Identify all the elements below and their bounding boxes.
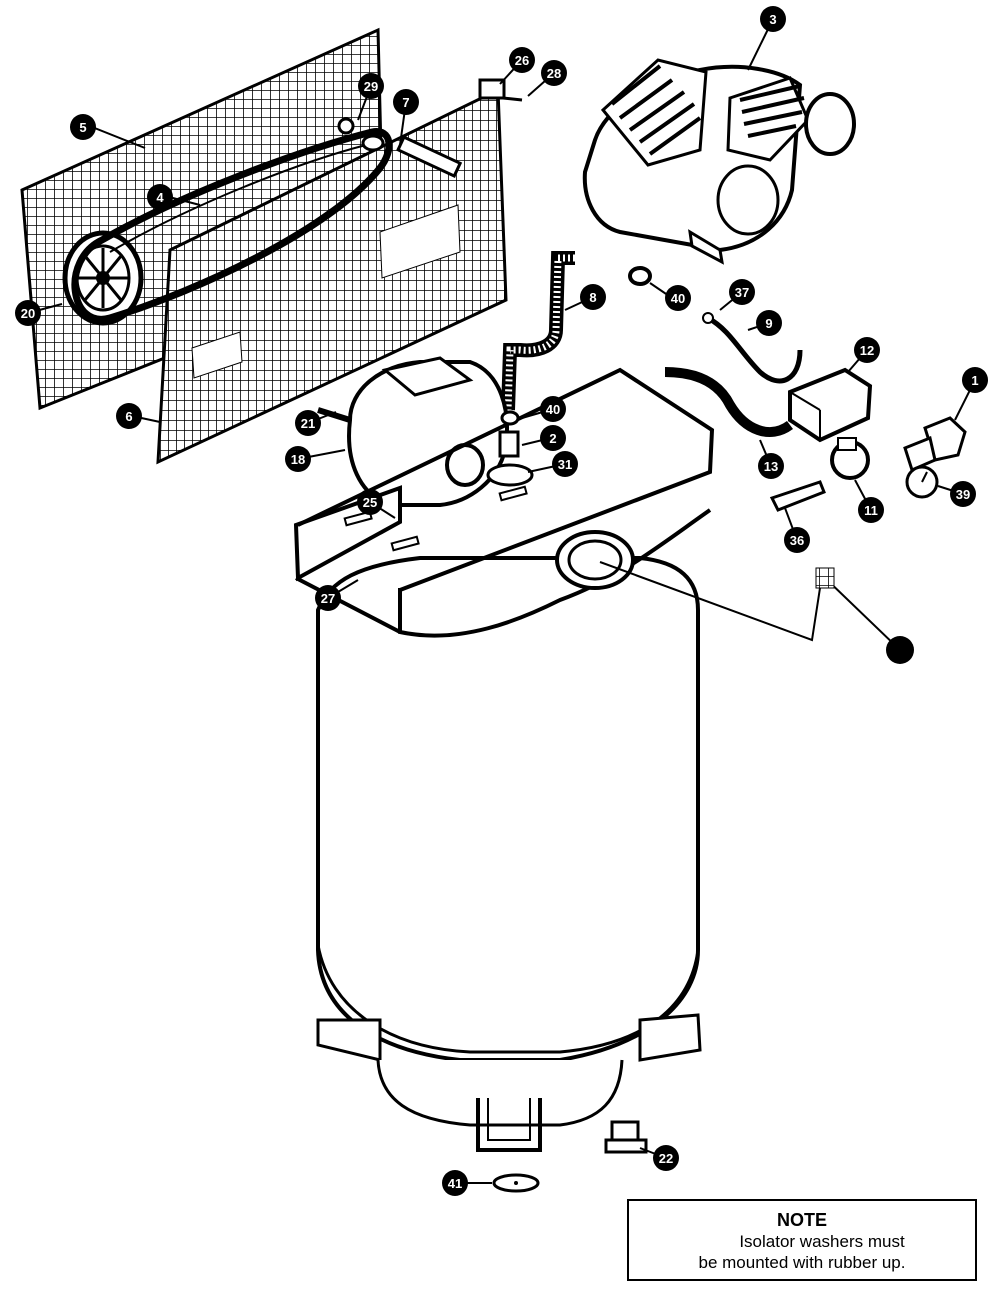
callout-21-text: 21 (301, 416, 315, 431)
callout-5: 5 (70, 114, 96, 140)
callout-22: 22 (653, 1145, 679, 1171)
callout-8-text: 8 (589, 290, 596, 305)
callout-39-text: 39 (956, 487, 970, 502)
callout-40-mid: 40 (540, 396, 566, 422)
callout-40-mid-text: 40 (546, 402, 560, 417)
drain-valve (604, 1120, 648, 1154)
callout-2: 2 (540, 425, 566, 451)
callout-4: 4 (147, 184, 173, 210)
callout-27: 27 (315, 585, 341, 611)
callout-7: 7 (393, 89, 419, 115)
compressor-pump (582, 58, 856, 265)
callout-39: 39 (950, 481, 976, 507)
callout-40-top: 40 (665, 285, 691, 311)
discharge-tube (501, 251, 575, 411)
note-line: be mounted with rubber up. (698, 1253, 906, 1272)
callout-unlabeled (886, 636, 914, 664)
manifold-valve (830, 437, 870, 480)
callout-31: 31 (552, 451, 578, 477)
callout-1-text: 1 (971, 373, 978, 388)
callout-31-text: 31 (558, 457, 572, 472)
callout-8: 8 (580, 284, 606, 310)
callout-37-text: 37 (735, 285, 749, 300)
electric-motor (317, 356, 509, 507)
callout-7-text: 7 (402, 95, 409, 110)
safety-valve (769, 480, 826, 512)
callout-41-text: 41 (448, 1176, 462, 1191)
callout-28-text: 28 (547, 66, 561, 81)
pressure-hose (664, 367, 793, 438)
tank-fitting-mesh (815, 567, 835, 589)
callout-36-text: 36 (790, 533, 804, 548)
guard-bracket (337, 78, 523, 179)
callout-9: 9 (756, 310, 782, 336)
callout-21: 21 (295, 410, 321, 436)
callout-41: 41 (442, 1170, 468, 1196)
pressure-gauge (905, 465, 939, 499)
callout-37: 37 (729, 279, 755, 305)
callout-18-text: 18 (291, 452, 305, 467)
callout-36: 36 (784, 527, 810, 553)
v-belt (71, 128, 393, 323)
callout-40-top-text: 40 (671, 291, 685, 306)
note-box: NOTE Isolator washers must be mounted wi… (627, 1199, 977, 1281)
callout-4-text: 4 (156, 190, 164, 205)
callout-9-text: 9 (765, 316, 772, 331)
callout-13-text: 13 (764, 459, 778, 474)
pressure-switch (788, 367, 873, 443)
callout-20-text: 20 (21, 306, 35, 321)
cap (628, 266, 652, 286)
callout-13: 13 (758, 453, 784, 479)
callout-2-text: 2 (549, 431, 556, 446)
callout-22-text: 22 (659, 1151, 673, 1166)
callout-25: 25 (357, 489, 383, 515)
callout-28: 28 (541, 60, 567, 86)
callout-12-text: 12 (860, 343, 874, 358)
callout-27-text: 27 (321, 591, 335, 606)
callout-26: 26 (509, 47, 535, 73)
callout-11-text: 11 (864, 503, 878, 518)
callout-25-text: 25 (363, 495, 377, 510)
callout-20: 20 (15, 300, 41, 326)
callout-12: 12 (854, 337, 880, 363)
callout-1: 1 (962, 367, 988, 393)
air-tank (316, 556, 702, 1152)
note-line: Isolator washers must (739, 1232, 905, 1251)
callout-6-text: 6 (125, 409, 132, 424)
callout-6: 6 (116, 403, 142, 429)
callout-11: 11 (858, 497, 884, 523)
callout-5-text: 5 (79, 120, 86, 135)
callout-29: 29 (358, 73, 384, 99)
callout-26-text: 26 (515, 53, 529, 68)
callout-18: 18 (285, 446, 311, 472)
isolator-washer (492, 1173, 540, 1193)
unloader-tube (702, 312, 803, 384)
callout-3: 3 (760, 6, 786, 32)
callout-3-text: 3 (769, 12, 776, 27)
note-title: NOTE (776, 1210, 827, 1230)
callout-29-text: 29 (364, 79, 378, 94)
check-valve (903, 416, 967, 473)
